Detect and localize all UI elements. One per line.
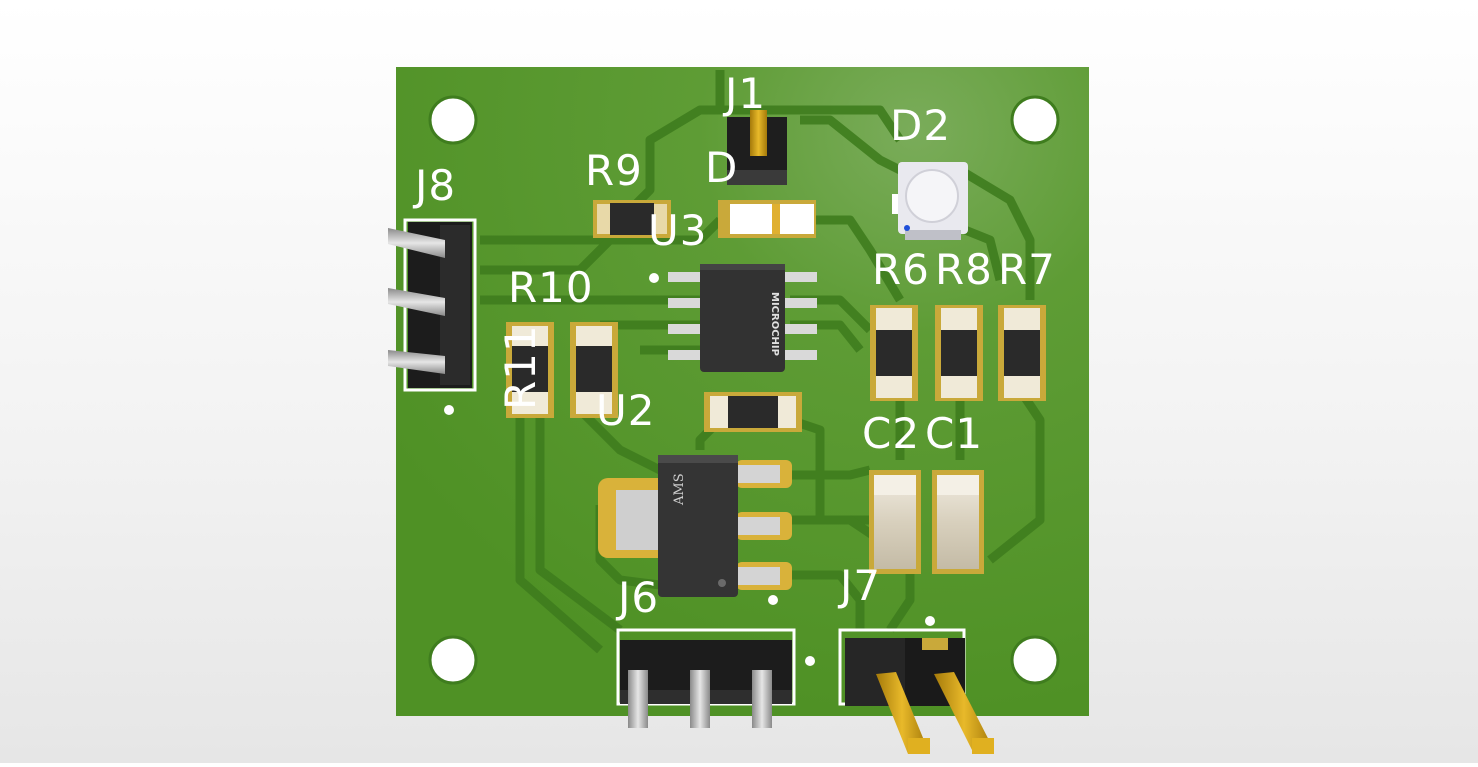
label-d2: D2 [890, 101, 951, 150]
copper-traces [480, 70, 1045, 654]
resistor-under-u3 [704, 392, 802, 432]
mounting-hole-top-right [1010, 95, 1060, 145]
label-r6: R6 [872, 245, 930, 294]
led-d1 [718, 200, 816, 238]
capacitor-c1 [932, 470, 984, 574]
connector-j8 [388, 218, 477, 415]
u3-marking: MICROCHIP [769, 292, 780, 356]
label-j1: J1 [722, 69, 766, 118]
led-d2 [892, 162, 968, 240]
label-c1: C1 [925, 409, 983, 458]
mounting-hole-top-left [428, 95, 478, 145]
resistor-r10 [570, 322, 618, 418]
resistor-r9 [593, 200, 671, 238]
resistor-r8 [935, 305, 983, 401]
connector-j7 [838, 616, 994, 754]
capacitor-c2 [869, 470, 921, 574]
label-c2: C2 [862, 409, 920, 458]
label-r7: R7 [998, 245, 1056, 294]
resistor-r6 [870, 305, 918, 401]
regulator-u2: AMS [598, 455, 792, 605]
ic-u3: MICROCHIP [649, 264, 817, 372]
u2-marking: AMS [672, 473, 687, 506]
connector-j6 [616, 628, 815, 728]
label-j6: J6 [615, 573, 659, 622]
label-r11: R11 [496, 324, 545, 410]
label-u2: U2 [596, 386, 655, 435]
mounting-holes [428, 95, 1060, 685]
connector-j1 [727, 110, 787, 185]
label-r10: R10 [508, 263, 594, 312]
resistor-r7 [998, 305, 1046, 401]
label-j7: J7 [837, 561, 881, 610]
mounting-hole-bottom-left [428, 635, 478, 685]
resistor-r11 [506, 322, 554, 418]
label-j8: J8 [412, 161, 456, 210]
mounting-hole-bottom-right [1010, 635, 1060, 685]
label-r8: R8 [935, 245, 993, 294]
label-r9: R9 [585, 146, 643, 195]
label-u3: U3 [648, 206, 707, 255]
label-d1: D [705, 143, 738, 192]
